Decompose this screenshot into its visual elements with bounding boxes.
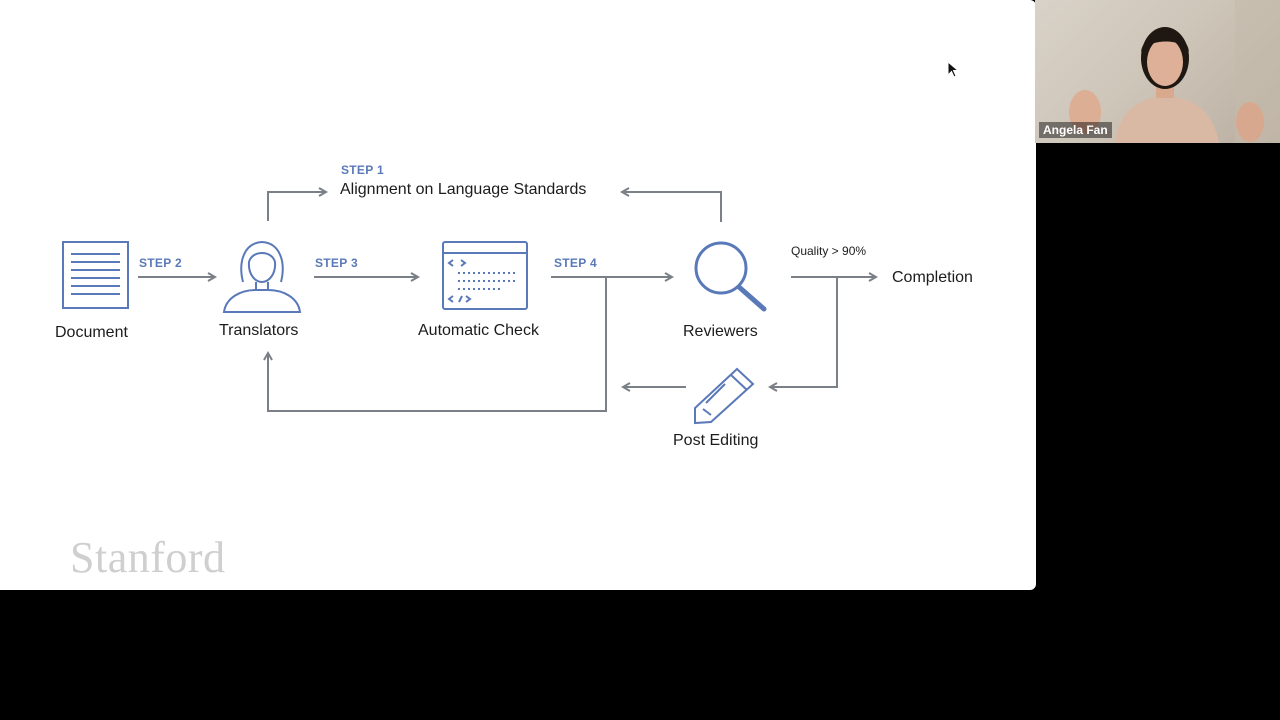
stanford-logo: Stanford [70, 533, 226, 582]
post-editing-label: Post Editing [673, 432, 759, 449]
magnifier-icon [694, 241, 767, 312]
arrow-loop-to-translators [268, 278, 607, 412]
quality-threshold-label: Quality > 90% [791, 244, 867, 258]
slide: STEP 1 Alignment on Language Standards S… [0, 0, 1036, 590]
step-3-label: STEP 3 [315, 256, 358, 270]
translator-person-icon [222, 240, 302, 313]
document-icon [62, 241, 129, 309]
completion-label: Completion [892, 269, 973, 286]
mouse-cursor-icon [947, 61, 960, 78]
pencil-icon [694, 367, 755, 425]
arrow-completion-to-post-editing [770, 278, 838, 387]
speaker-video-feed [1069, 0, 1280, 143]
code-window-icon [442, 241, 528, 310]
speaker-name-label: Angela Fan [1039, 122, 1112, 138]
step-1-label: STEP 1 [341, 163, 384, 177]
translators-label: Translators [219, 322, 299, 339]
arrow-reviewers-alignment [622, 192, 722, 222]
arrow-translators-alignment [267, 192, 326, 221]
reviewers-label: Reviewers [683, 323, 758, 340]
step-2-label: STEP 2 [139, 256, 182, 270]
speaker-video-tile[interactable] [1035, 0, 1280, 143]
alignment-label: Alignment on Language Standards [340, 181, 587, 198]
workflow-diagram [62, 0, 1036, 425]
document-label: Document [55, 324, 128, 341]
automatic-check-label: Automatic Check [418, 322, 539, 339]
step-4-label: STEP 4 [554, 256, 597, 270]
